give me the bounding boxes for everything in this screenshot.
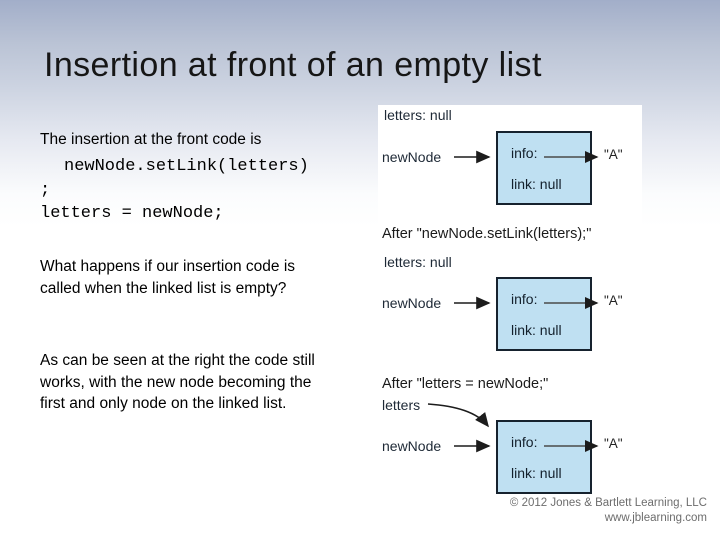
letters-curved-arrow [427, 403, 489, 428]
letters-pointer-label: letters [382, 397, 421, 413]
node-info-label: info: [511, 145, 538, 161]
node-box: info: link: null [496, 420, 592, 494]
node-box: info: link: null [496, 277, 592, 351]
figure-caption: After "newNode.setLink(letters);" [382, 226, 592, 242]
node-link-label: link: null [511, 322, 562, 338]
pointer-label: newNode [382, 295, 442, 311]
website-line: www.jblearning.com [604, 512, 707, 524]
state-label: letters: null [384, 254, 452, 270]
code-line: newNode.setLink(letters) [64, 157, 309, 176]
question-paragraph: What happens if our insertion code is ca… [40, 258, 296, 297]
code-line: ; [40, 181, 51, 200]
pointer-label: newNode [382, 149, 442, 165]
code-line: letters = newNode; [40, 204, 224, 223]
figure-caption: After "letters = newNode;" [382, 376, 549, 392]
node-value: "A" [604, 436, 623, 451]
node-link-label: link: null [511, 465, 562, 481]
copyright-line: © 2012 Jones & Bartlett Learning, LLC [509, 497, 707, 509]
node-info-label: info: [511, 291, 538, 307]
node-info-label: info: [511, 434, 538, 450]
linked-list-figure: letters: null newNode info: link: null "… [378, 105, 642, 497]
node-value: "A" [604, 147, 623, 162]
copyright-notice: © 2012 Jones & Bartlett Learning, LLC ww… [510, 496, 707, 526]
pointer-label: newNode [382, 438, 442, 454]
answer-paragraph: As can be seen at the right the code sti… [40, 352, 315, 412]
node-value: "A" [604, 293, 623, 308]
node-box: info: link: null [496, 131, 592, 205]
node-link-label: link: null [511, 176, 562, 192]
slide-title: Insertion at front of an empty list [44, 46, 542, 84]
intro-text: The insertion at the front code is [40, 131, 262, 148]
state-label: letters: null [384, 107, 452, 123]
